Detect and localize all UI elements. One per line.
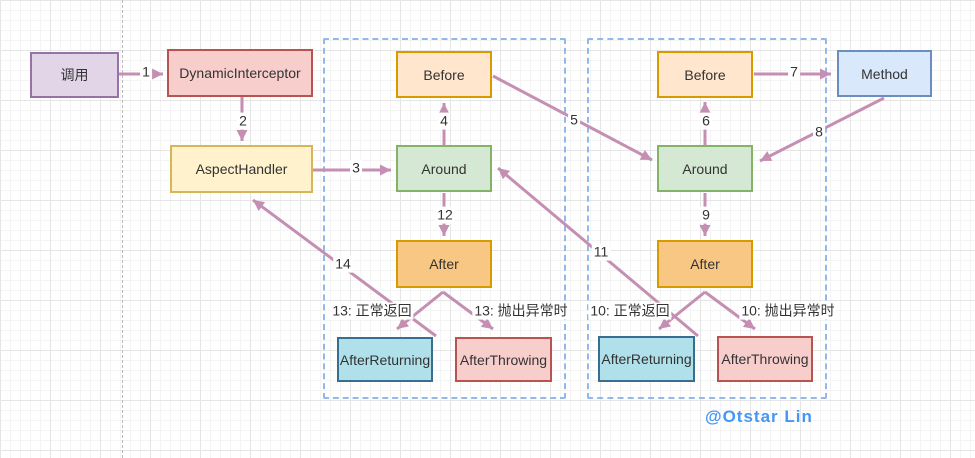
- edge-label-10-return: 10: 正常返回: [588, 302, 672, 320]
- edge-label-10-throw: 10: 抛出异常时: [739, 302, 837, 320]
- node-call: 调用: [30, 52, 119, 98]
- edge-label-5: 5: [568, 111, 580, 129]
- node-before-left: Before: [396, 51, 492, 98]
- edge-label-4: 4: [438, 112, 450, 130]
- node-after-throwing-right: AfterThrowing: [717, 336, 813, 382]
- node-around-right: Around: [657, 145, 753, 192]
- node-around-left: Around: [396, 145, 492, 192]
- node-method: Method: [837, 50, 932, 97]
- node-after-left: After: [396, 240, 492, 288]
- edge-10-return: [658, 290, 706, 331]
- edge-label-12: 12: [435, 206, 455, 224]
- edge-label-8: 8: [813, 123, 825, 141]
- interceptor-group-right: [587, 38, 827, 399]
- node-before-right: Before: [657, 51, 753, 98]
- node-aspect-handler: AspectHandler: [170, 145, 313, 193]
- edge-label-3: 3: [350, 159, 362, 177]
- signature-watermark: @Otstar Lin: [705, 407, 813, 426]
- edge-13-throw: [442, 290, 494, 331]
- edge-label-13-return: 13: 正常返回: [330, 302, 414, 320]
- edge-label-2: 2: [237, 112, 249, 130]
- edge-label-13-throw: 13: 抛出异常时: [472, 302, 570, 320]
- page-boundary-line: [122, 0, 123, 458]
- node-dynamic-interceptor: DynamicInterceptor: [167, 49, 313, 97]
- edge-label-7: 7: [788, 63, 800, 81]
- node-after-returning-right: AfterReturning: [598, 336, 695, 382]
- edge-label-6: 6: [700, 112, 712, 130]
- node-after-throwing-left: AfterThrowing: [455, 337, 552, 382]
- edge-label-1: 1: [140, 63, 152, 81]
- edge-label-9: 9: [700, 206, 712, 224]
- edge-13-return: [396, 290, 444, 331]
- node-after-right: After: [657, 240, 753, 288]
- edge-label-11: 11: [591, 243, 611, 261]
- interceptor-group-left: [323, 38, 566, 399]
- edge-10-throw: [704, 290, 756, 331]
- edge-label-14: 14: [333, 255, 353, 273]
- node-after-returning-left: AfterReturning: [337, 337, 433, 382]
